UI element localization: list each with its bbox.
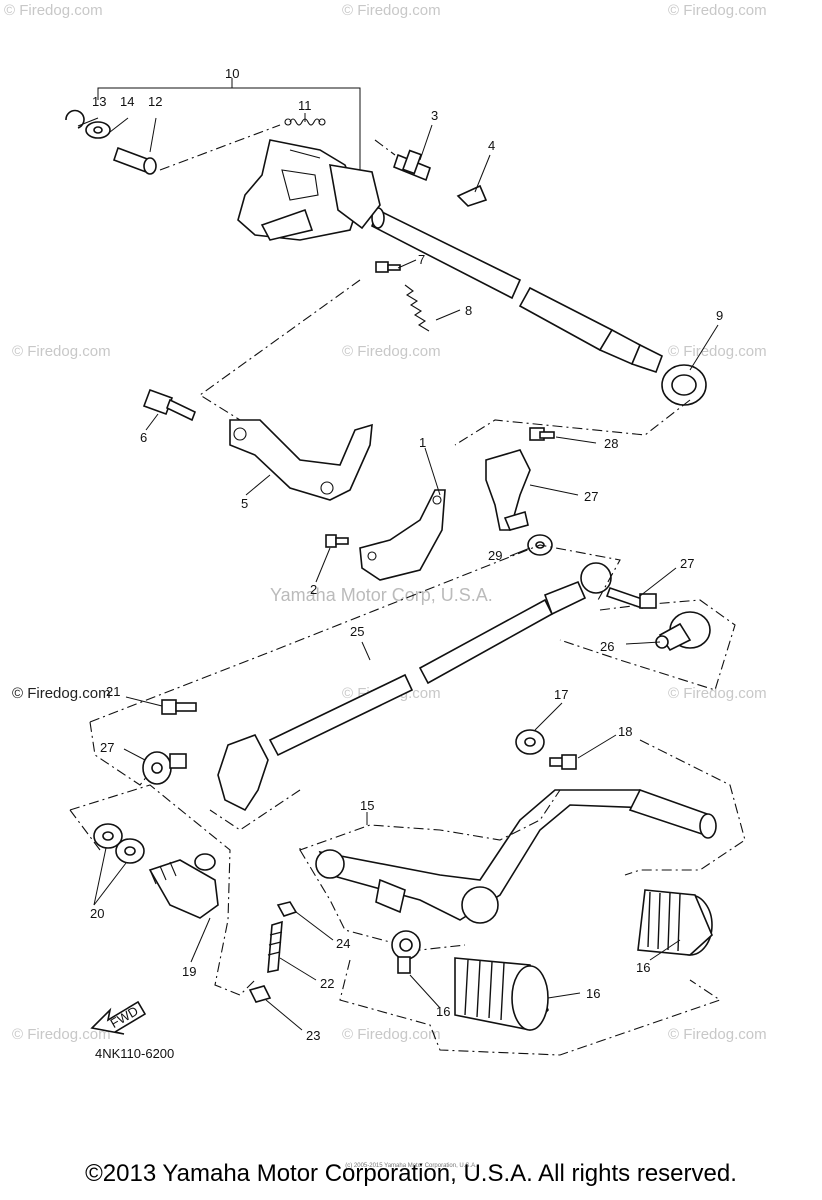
bolt-7 — [375, 261, 401, 273]
callout-27-upper: 26 — [600, 639, 614, 654]
arm-28 — [485, 449, 531, 531]
callout-17: 16 — [436, 1004, 450, 1019]
nut-25 — [276, 901, 298, 917]
shift-arm-assembly — [237, 139, 381, 241]
callout-19: 18 — [618, 724, 632, 739]
washer-21b — [115, 838, 145, 864]
copyright-footer: ©2013 Yamaha Motor Corporation, U.S.A. A… — [85, 1160, 737, 1187]
callout-13: 13 — [92, 94, 106, 109]
bolt-30 — [529, 427, 555, 441]
pedal-rubber-16-left — [454, 957, 549, 1031]
bolt-23 — [267, 920, 283, 973]
callout-22: 21 — [106, 684, 120, 699]
washer-14 — [85, 121, 111, 139]
fwd-arrow-icon: FWD — [90, 1000, 147, 1035]
bolt-22 — [161, 699, 197, 715]
lever-5 — [229, 419, 373, 501]
callout-29: 27 — [680, 556, 694, 571]
joint-27-lower — [142, 751, 187, 785]
bolt-6 — [142, 388, 197, 422]
washer-18 — [515, 729, 545, 755]
callout-8: 8 — [465, 303, 472, 318]
leader-lines — [77, 113, 719, 1031]
screw-2 — [325, 534, 349, 548]
callout-27-lower: 27 — [100, 740, 114, 755]
callout-2: 2 — [310, 582, 317, 597]
callout-7: 7 — [418, 252, 425, 267]
callout-30: 28 — [604, 436, 618, 451]
callout-9: 9 — [716, 308, 723, 323]
callout-15: 15 — [360, 798, 374, 813]
shift-rod-26 — [268, 562, 612, 757]
watermark-top-center: © Firedog.com — [342, 2, 441, 19]
callout-11: 11 — [298, 98, 312, 113]
callout-20: 19 — [182, 964, 196, 979]
callout-25: 24 — [336, 936, 350, 951]
watermark-top-left: © Firedog.com — [4, 2, 103, 19]
watermark-lower-right: © Firedog.com — [668, 685, 767, 702]
callout-3: 3 — [431, 108, 438, 123]
stopper-4 — [456, 184, 488, 207]
callout-labels: 10 13 14 12 11 3 4 7 8 9 6 1 5 28 27 29 … — [90, 66, 723, 1043]
oil-seal-9 — [661, 364, 707, 406]
watermark-mid-center: © Firedog.com — [342, 343, 441, 360]
callout-12: 12 — [148, 94, 162, 109]
tiny-copyright: (c) 2005-2015 Yamaha Motor Corporation, … — [345, 1163, 477, 1169]
callout-26: 25 — [350, 624, 364, 639]
callout-10-bracket — [97, 78, 361, 190]
callout-16-right: 16 — [636, 960, 650, 975]
callout-14: 14 — [120, 94, 134, 109]
watermark-bottom-center: © Firedog.com — [342, 1026, 441, 1043]
circlip-13 — [65, 109, 85, 129]
watermark-yamaha-center: Yamaha Motor Corp, U.S.A. — [270, 585, 493, 605]
shift-shaft — [371, 207, 664, 374]
callout-23: 22 — [320, 976, 334, 991]
callout-21: 20 — [90, 906, 104, 921]
callout-28: 27 — [584, 489, 598, 504]
bolt-29 — [605, 586, 657, 610]
watermark-bottom-left: © Firedog.com — [12, 1026, 111, 1043]
watermark-mid-right: © Firedog.com — [668, 343, 767, 360]
watermark-bottom-right: © Firedog.com — [668, 1026, 767, 1043]
nut-24 — [248, 985, 272, 1003]
callout-6: 6 — [140, 430, 147, 445]
callout-10: 10 — [225, 66, 239, 81]
shift-pedal-15 — [315, 789, 717, 924]
watermark-top-right: © Firedog.com — [668, 2, 767, 19]
pedal-rubber-16-right — [637, 889, 713, 956]
bolt-17 — [391, 930, 421, 974]
watermark-mid-left: © Firedog.com — [12, 343, 111, 360]
spring-8 — [404, 284, 430, 332]
bolt-3 — [393, 149, 431, 182]
callout-24: 23 — [306, 1028, 320, 1043]
boss-20 — [148, 853, 219, 919]
callout-5: 5 — [241, 496, 248, 511]
diagram-code: 4NK110-6200 — [95, 1046, 175, 1061]
washer-21a — [93, 823, 123, 849]
watermark-lower-left: © Firedog.com — [12, 685, 111, 702]
joint-27-upper — [655, 611, 711, 652]
callout-16-left: 16 — [586, 986, 600, 1001]
callout-31: 29 — [488, 548, 502, 563]
callout-18: 17 — [554, 687, 568, 702]
callout-4: 4 — [488, 138, 495, 153]
pin-12 — [112, 146, 157, 175]
rod-end-left — [217, 734, 269, 812]
bracket-1 — [359, 489, 446, 581]
callout-1: 1 — [419, 435, 426, 450]
bolt-19 — [549, 754, 577, 770]
